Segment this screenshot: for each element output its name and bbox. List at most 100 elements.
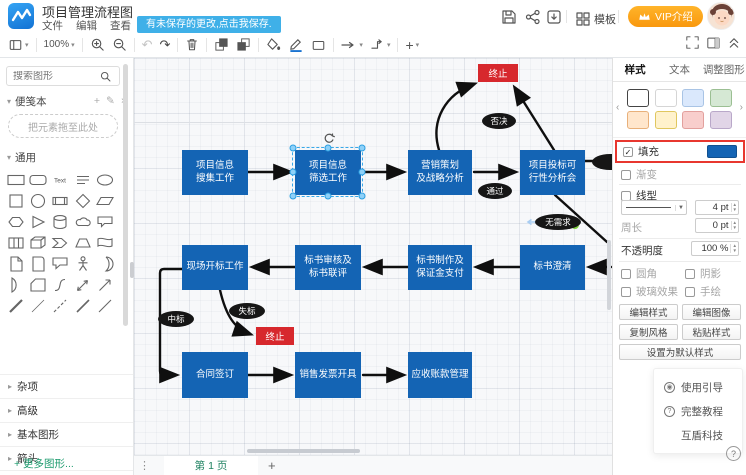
- shape-rounded-document-icon[interactable]: [27, 254, 48, 273]
- app-logo-icon[interactable]: [8, 3, 34, 29]
- gradient-checkbox[interactable]: [621, 169, 631, 180]
- shape-card-icon[interactable]: [27, 275, 48, 294]
- shape-s-curve-icon[interactable]: [50, 275, 71, 294]
- edit-style-button[interactable]: 编辑样式: [619, 304, 678, 320]
- shape-ellipse-icon[interactable]: [95, 170, 116, 189]
- node-project-info-filter[interactable]: 项目信息筛选工作: [295, 150, 361, 195]
- general-section-header[interactable]: ▾通用: [7, 151, 37, 164]
- shape-document-icon[interactable]: [5, 254, 26, 273]
- download-icon[interactable]: [546, 9, 562, 25]
- delete-icon[interactable]: [185, 37, 199, 52]
- theme-swatch-3[interactable]: [709, 89, 732, 107]
- shape-square-icon[interactable]: [5, 191, 26, 210]
- theme-swatch-4[interactable]: [627, 111, 649, 129]
- vip-button[interactable]: VIP介绍: [628, 6, 703, 27]
- shape-text-icon[interactable]: Text: [50, 170, 71, 189]
- shape-diamond-icon[interactable]: [72, 191, 93, 210]
- sidebar-section-advanced[interactable]: ▸高级: [0, 398, 133, 422]
- shape-trapezoid-icon[interactable]: [72, 233, 93, 252]
- shape-cylinder-icon[interactable]: [50, 212, 71, 231]
- theme-swatch-2[interactable]: [682, 89, 704, 107]
- edge-label-no-demand[interactable]: 无需求: [535, 214, 581, 230]
- shape-cube-icon[interactable]: [27, 233, 48, 252]
- edge-label-win-bid[interactable]: 中标: [158, 311, 194, 327]
- unsaved-changes-banner[interactable]: 有未保存的更改,点击我保存.: [137, 16, 281, 33]
- terminator-top[interactable]: 终止: [478, 64, 518, 82]
- sketch-checkbox[interactable]: [685, 286, 695, 297]
- shape-line-dashed-icon[interactable]: [50, 296, 71, 315]
- connector-type-button[interactable]: ▾: [370, 38, 390, 51]
- shape-crescent-icon[interactable]: [95, 254, 116, 273]
- perimeter-spinner[interactable]: 0 pt▲▼: [695, 218, 739, 233]
- arrow-type-button[interactable]: ▾: [341, 39, 363, 51]
- node-bid-clarification[interactable]: 标书澄清: [520, 245, 585, 290]
- shape-half-circle-icon[interactable]: [5, 275, 26, 294]
- zoom-out-icon[interactable]: [112, 37, 127, 52]
- node-onsite-bid-opening[interactable]: 现场开标工作: [182, 245, 248, 290]
- sidebar-section-basic[interactable]: ▸基本图形: [0, 422, 133, 446]
- theme-swatch-5[interactable]: [654, 111, 677, 129]
- swatch-prev-icon[interactable]: ‹: [616, 102, 620, 113]
- terminator-middle[interactable]: 终止: [256, 327, 294, 345]
- canvas-v-scrollbar[interactable]: [607, 240, 611, 310]
- shape-list-icon[interactable]: [72, 170, 93, 189]
- scratchpad-section-header[interactable]: ▾便笺本 + ✎ ×: [0, 90, 134, 112]
- help-button[interactable]: ?: [726, 446, 741, 461]
- sidebar-collapse-handle[interactable]: [130, 262, 134, 278]
- edge-label-lose-bid[interactable]: 失标: [229, 303, 265, 319]
- menu-file[interactable]: 文件: [42, 20, 63, 32]
- edit-image-button[interactable]: 编辑图像: [682, 304, 741, 320]
- shape-ne-arrow-icon[interactable]: [95, 275, 116, 294]
- shape-rounded-rectangle-icon[interactable]: [27, 170, 48, 189]
- node-bid-preparation[interactable]: 标书制作及保证金支付: [408, 245, 472, 290]
- tab-adjust-shape[interactable]: 调整图形: [702, 64, 745, 76]
- swatch-next-icon[interactable]: ›: [739, 102, 743, 113]
- shape-line-plain-icon[interactable]: [95, 296, 116, 315]
- insert-button[interactable]: +▾: [405, 36, 420, 53]
- shadow-checkbox[interactable]: [685, 268, 695, 279]
- user-avatar[interactable]: [707, 2, 735, 30]
- shape-parallelogram-icon[interactable]: [95, 191, 116, 210]
- node-invoice-issuing[interactable]: 销售发票开具: [295, 352, 361, 398]
- scratchpad-add-icon[interactable]: +: [93, 95, 101, 107]
- page-view-button[interactable]: ▾: [8, 38, 29, 52]
- edge-label-reject[interactable]: 否决: [482, 113, 516, 129]
- usage-guide-item[interactable]: ◉ 使用引导: [654, 375, 742, 399]
- shape-process-icon[interactable]: [50, 191, 71, 210]
- node-bid-review[interactable]: 标书审核及标书联评: [295, 245, 361, 290]
- shape-double-arrow-icon[interactable]: [72, 275, 93, 294]
- sidebar-scrollbar[interactable]: [123, 64, 128, 326]
- paste-style-button[interactable]: 粘贴样式: [682, 324, 741, 340]
- more-shapes-link[interactable]: + 更多图形...: [14, 458, 74, 470]
- opacity-spinner[interactable]: 100 %▲▼: [691, 241, 739, 256]
- bring-forward-icon[interactable]: [214, 37, 229, 52]
- shape-style-icon[interactable]: [311, 38, 326, 52]
- menu-view[interactable]: 查看: [110, 20, 131, 32]
- diagram-canvas[interactable]: 项目信息搜集工作 项目信息筛选工作 营销策划及战略分析 项目投标可行性分析会 现…: [134, 58, 612, 455]
- save-icon[interactable]: [501, 9, 517, 25]
- shape-line-medium-icon[interactable]: [72, 296, 93, 315]
- fill-color-icon[interactable]: [266, 37, 281, 52]
- shape-rectangle-icon[interactable]: [5, 170, 26, 189]
- shape-flag-icon[interactable]: [95, 233, 116, 252]
- line-checkbox[interactable]: [621, 190, 631, 201]
- rotate-handle-icon[interactable]: [323, 132, 335, 144]
- copy-style-button[interactable]: 复制风格: [619, 324, 678, 340]
- menu-edit[interactable]: 编辑: [76, 20, 97, 32]
- collapse-toolbar-icon[interactable]: [728, 36, 740, 49]
- scratchpad-edit-icon[interactable]: ✎: [106, 95, 115, 107]
- toggle-panel-icon[interactable]: [707, 37, 720, 49]
- template-button[interactable]: 模板: [576, 11, 616, 27]
- share-icon[interactable]: [525, 9, 541, 25]
- redo-icon[interactable]: ↷: [159, 36, 171, 52]
- fill-color-swatch[interactable]: [707, 145, 737, 158]
- page-tab[interactable]: 第 1 页: [164, 456, 258, 475]
- fill-checkbox[interactable]: ✓: [623, 146, 633, 157]
- selection-outline[interactable]: [289, 133, 366, 200]
- shape-line-bold-icon[interactable]: [5, 296, 26, 315]
- glass-checkbox[interactable]: [621, 286, 631, 297]
- zoom-level-select[interactable]: 100%▾: [43, 39, 75, 50]
- send-backward-icon[interactable]: [236, 37, 251, 52]
- undo-icon[interactable]: ↶: [141, 36, 153, 52]
- edge-label-pass[interactable]: 通过: [478, 183, 512, 199]
